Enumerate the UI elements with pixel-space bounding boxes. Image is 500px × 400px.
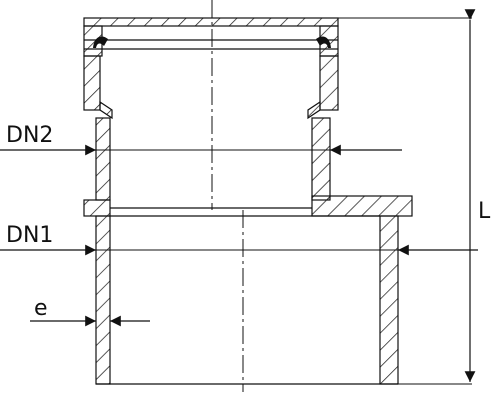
top-socket [83, 17, 339, 57]
upper-left-wall [83, 55, 101, 111]
dn2-dimension: DN2 [0, 123, 402, 156]
dn1-dimension: DN1 [0, 223, 478, 256]
wall-thickness-label: e [34, 296, 48, 321]
seal-ring-right-icon [316, 36, 331, 48]
dn2-left-wall [95, 117, 111, 201]
dn2-label: DN2 [6, 123, 53, 148]
wall-thickness-dimension: e [30, 296, 150, 327]
dn1-left-wall [95, 215, 111, 385]
dn1-right-wall [379, 215, 399, 385]
shoulder-right [311, 195, 413, 217]
upper-left-step [99, 100, 113, 120]
length-label: L [478, 199, 491, 224]
upper-right-wall [319, 55, 339, 111]
length-dimension: L [338, 9, 491, 385]
dn1-label: DN1 [6, 223, 53, 248]
shoulder-left [83, 199, 111, 217]
upper-right-step [307, 100, 321, 120]
dn2-right-wall [311, 117, 331, 201]
seal-ring-left-icon [93, 36, 108, 48]
